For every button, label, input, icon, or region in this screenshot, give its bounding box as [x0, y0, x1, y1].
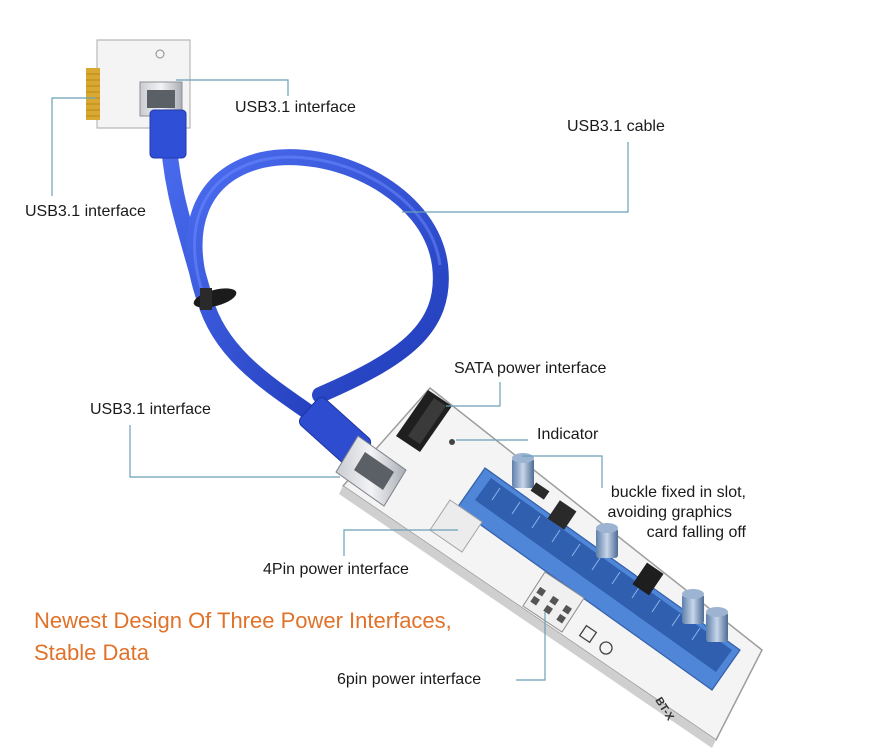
- label-buckle-line2: avoiding graphics: [607, 504, 732, 521]
- pcie-x1-adapter-card: [86, 39, 191, 129]
- inductor: [547, 500, 577, 530]
- label-usb-cable: USB3.1 cable: [567, 118, 665, 135]
- capacitors: [512, 453, 728, 642]
- label-usb-interface-riser: USB3.1 interface: [90, 401, 211, 418]
- 4pin-connector: [429, 499, 483, 553]
- cable-tie: [193, 288, 237, 310]
- label-usb-interface-top: USB3.1 interface: [235, 99, 356, 116]
- label-sata-power-interface: SATA power interface: [454, 360, 607, 377]
- label-usb-interface-left: USB3.1 interface: [25, 203, 146, 220]
- voltage-regulator: [632, 562, 664, 596]
- indicator-led: [449, 439, 455, 445]
- leader-lines: [51, 79, 629, 681]
- 6pin-connector: [522, 571, 585, 633]
- label-6pin-power-interface: 6pin power interface: [337, 671, 482, 688]
- riser-board: BT-X: [335, 386, 763, 748]
- label-buckle-line1: buckle fixed in slot,: [610, 484, 746, 501]
- label-4pin-power-interface: 4Pin power interface: [263, 561, 409, 578]
- usb-cable: [149, 109, 449, 482]
- label-indicator: Indicator: [537, 426, 599, 443]
- headline-line1: Newest Design Of Three Power Interfaces,: [34, 608, 452, 633]
- headline-line2: Stable Data: [34, 640, 149, 665]
- cert-marks: [578, 624, 613, 655]
- marketing-headline: Newest Design Of Three Power Interfaces,…: [34, 605, 514, 669]
- gold-contacts: [86, 68, 100, 120]
- label-buckle-line3: card falling off: [646, 524, 746, 541]
